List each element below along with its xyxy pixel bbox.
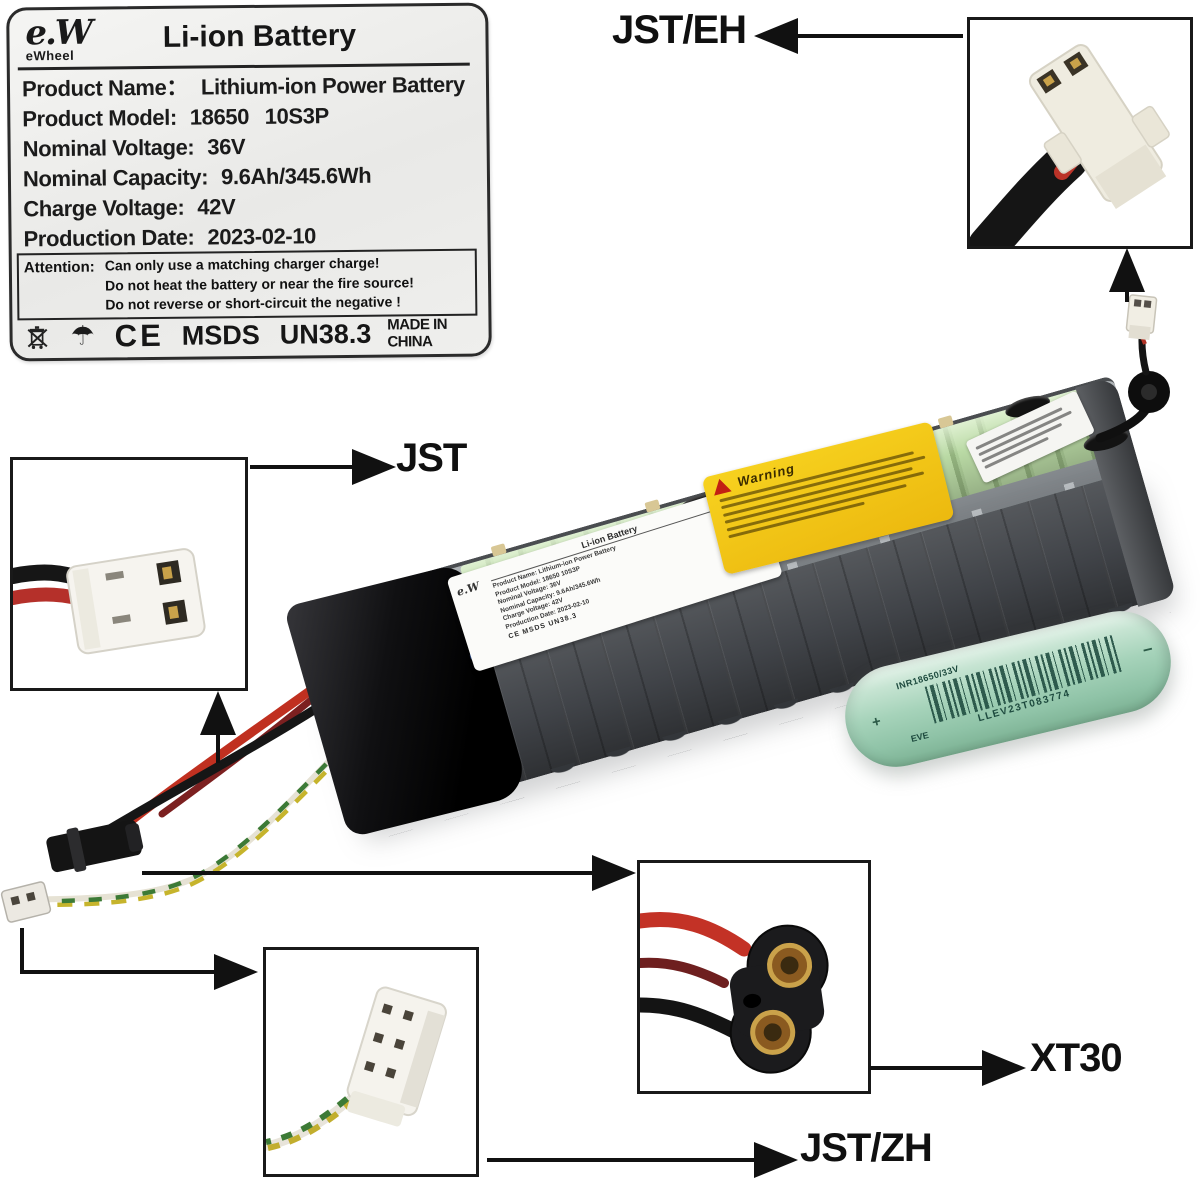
jst-eh-connector-photo — [970, 44, 1170, 246]
spec-row-product-name: Product Name： Lithium-ion Power Battery — [22, 70, 478, 105]
spec-title: Li-ion Battery — [162, 18, 357, 54]
eh-wire-upper — [1138, 322, 1150, 376]
cell-negative-mark: − — [1140, 639, 1155, 661]
row-label: Product Model: — [22, 104, 177, 132]
attention-label: Attention: — [23, 258, 95, 277]
jst-photo-box — [10, 457, 248, 691]
row-value: 18650 10S3P — [189, 103, 329, 130]
row-label: Nominal Capacity: — [22, 164, 209, 192]
cell-positive-mark: + — [870, 712, 883, 732]
xt30-connector-photo — [640, 911, 829, 1074]
row-label: Charge Voltage: — [23, 194, 185, 222]
xt30-photo-box — [637, 860, 871, 1094]
spec-row-nominal-voltage: Nominal Voltage: 36V — [22, 130, 478, 165]
warning-triangle-icon — [710, 476, 732, 496]
attention-lines: Can only use a matching charger charge! … — [105, 253, 472, 315]
eh-red-wire-tip — [1139, 333, 1147, 345]
callout-jst: JST — [396, 436, 467, 480]
arrow-into-jst-zh-box — [20, 928, 258, 990]
brand-logo-script: e.W — [25, 12, 92, 54]
spec-row-nominal-capacity: Nominal Capacity: 9.6Ah/345.6Wh — [23, 160, 479, 195]
spec-divider — [17, 62, 470, 71]
spec-row-charge-voltage: Charge Voltage: 42V — [23, 190, 479, 225]
eh-pigtail-connector — [1125, 294, 1158, 341]
wire-grommet-hole — [1141, 384, 1157, 400]
made-in-china-text: MADE IN CHINA — [387, 315, 448, 351]
jst-eh-photo-box — [967, 17, 1193, 249]
spec-label: e.W eWheel Li-ion Battery Product Name： L… — [6, 2, 492, 362]
un38-mark: UN38.3 — [279, 318, 372, 350]
callout-xt30: XT30 — [1030, 1036, 1123, 1080]
jst-zh-connector-photo — [266, 986, 447, 1151]
callout-jst-eh: JST/EH — [612, 8, 747, 52]
attention-box: Attention: Can only use a matching charg… — [16, 248, 478, 321]
msds-mark: MSDS — [181, 319, 260, 351]
row-value: 42V — [197, 194, 236, 220]
callout-jst-zh: JST/ZH — [800, 1126, 933, 1170]
row-label: Production Date: — [23, 224, 195, 252]
spec-row-product-model: Product Model: 18650 10S3P — [22, 100, 478, 135]
cert-marks-row: ☂ CE MSDS UN38.3 MADE IN CHINA — [26, 316, 478, 355]
jst-connector-photo — [13, 548, 206, 655]
spec-rows: Product Name： Lithium-ion Power Battery P… — [22, 70, 480, 255]
row-value: 9.6Ah/345.6Wh — [220, 162, 372, 190]
brand-logo: e.W eWheel — [25, 12, 135, 64]
ce-mark: CE — [114, 317, 164, 354]
jst-pigtail-connector — [0, 881, 52, 923]
row-value: 36V — [207, 134, 246, 160]
row-label: Product Name： — [21, 74, 189, 102]
xt30-pigtail-connector — [46, 819, 144, 873]
keep-dry-umbrella-icon: ☂ — [70, 320, 95, 352]
attention-line: Do not reverse or short-circuit the nega… — [105, 293, 401, 313]
no-disposal-bin-icon — [27, 326, 48, 350]
row-value: Lithium-ion Power Battery — [200, 71, 465, 100]
row-label: Nominal Voltage: — [22, 134, 195, 162]
pack-label-logo: e.W — [455, 579, 482, 599]
jst-zh-photo-box — [263, 947, 479, 1177]
wire-grommet — [1128, 371, 1170, 413]
row-value: 2023-02-10 — [207, 223, 317, 250]
cell-brand-text: EVE — [909, 729, 930, 744]
